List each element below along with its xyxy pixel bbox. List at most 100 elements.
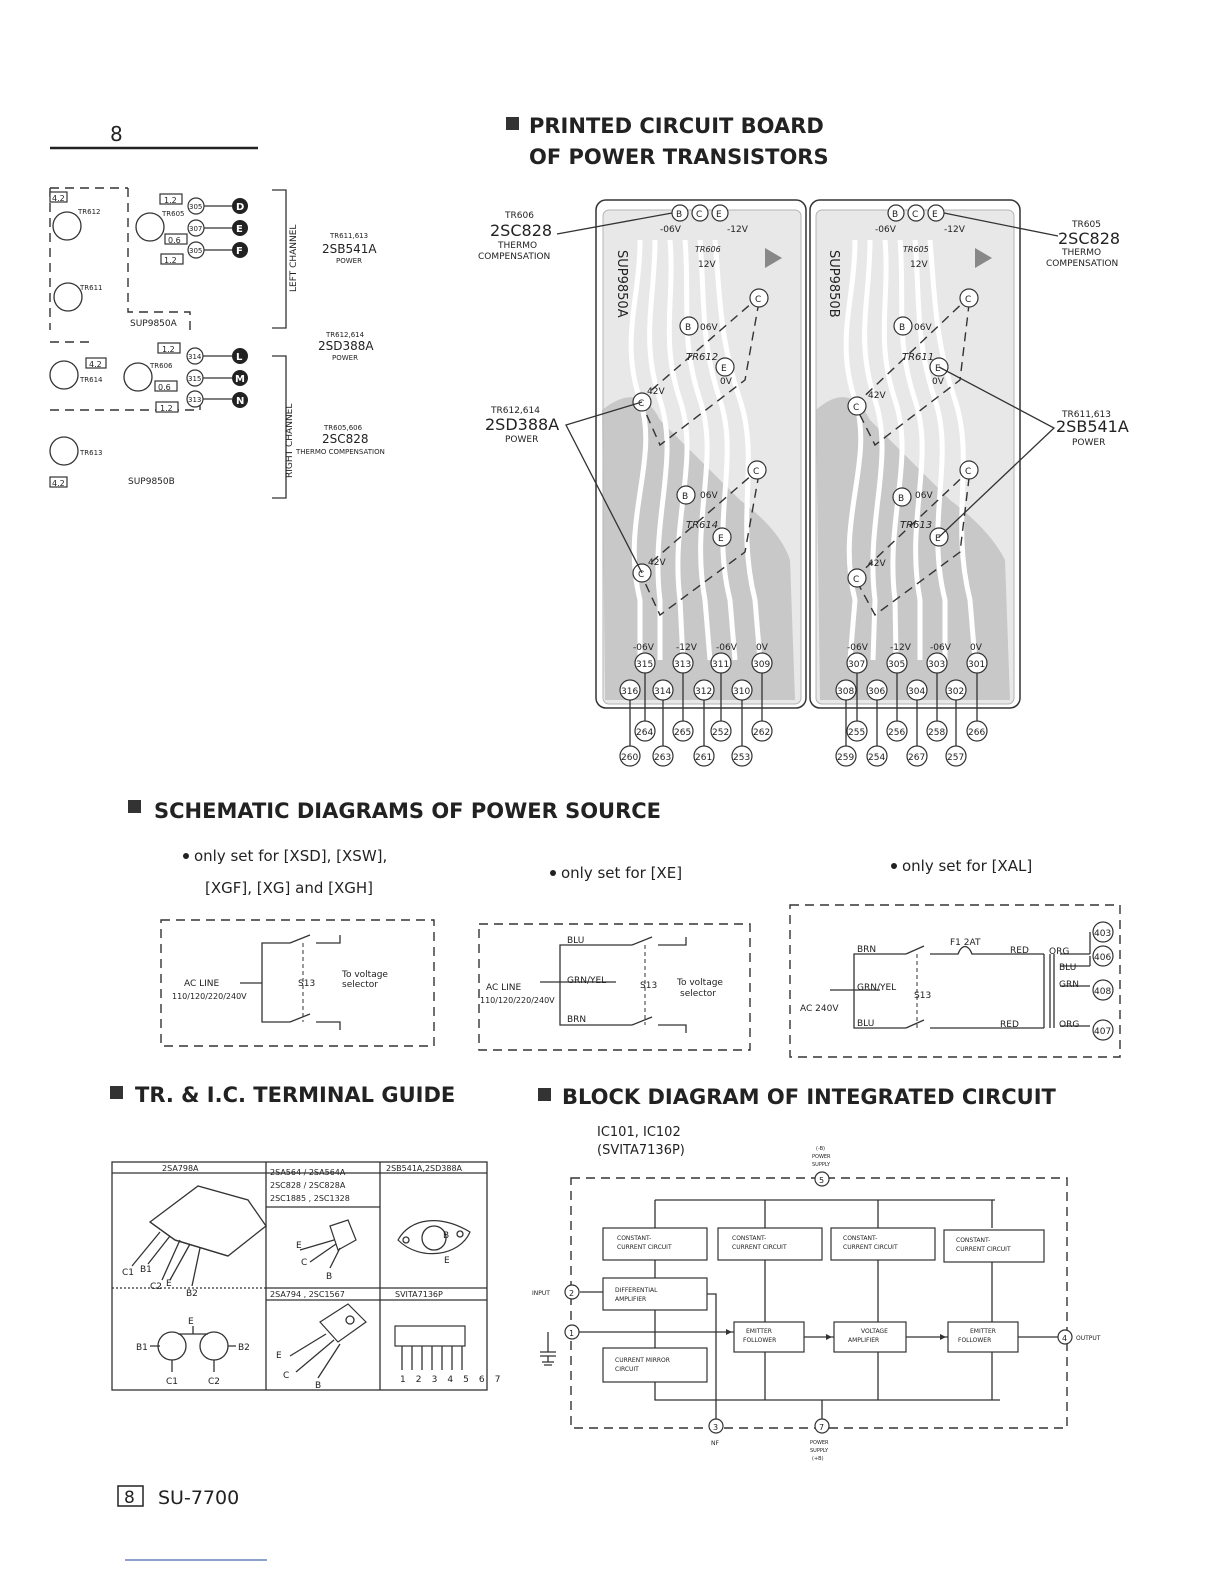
svg-text:305: 305 — [189, 247, 202, 255]
svg-text:408: 408 — [1094, 987, 1111, 997]
svg-text:selector: selector — [342, 980, 378, 990]
svg-text:407: 407 — [1094, 1027, 1111, 1037]
svg-text:[XGF], [XG] and [XGH]: [XGF], [XG] and [XGH] — [205, 879, 373, 897]
svg-text:only set for [XSD], [XSW],: only set for [XSD], [XSW], — [194, 847, 387, 865]
svg-text:0V: 0V — [720, 377, 733, 387]
svg-text:E: E — [718, 534, 724, 544]
svg-text:42V: 42V — [868, 559, 886, 569]
svg-text:TR605,606: TR605,606 — [323, 424, 363, 432]
svg-text:C: C — [301, 1258, 307, 1268]
svg-text:F: F — [236, 246, 243, 257]
svg-text:12V: 12V — [698, 260, 716, 270]
svg-text:C2: C2 — [150, 1282, 162, 1292]
svg-text:CURRENT CIRCUIT: CURRENT CIRCUIT — [956, 1246, 1011, 1253]
power-diagram-1: AC LINE 110/120/220/240V S13 To voltage … — [160, 919, 435, 1047]
svg-text:TR612,614: TR612,614 — [490, 406, 540, 416]
svg-text:315: 315 — [188, 375, 201, 383]
svg-text:4: 4 — [1062, 1334, 1067, 1343]
svg-text:BLU: BLU — [567, 936, 584, 946]
tr605-symbol — [135, 212, 165, 242]
svg-text:2SC828 / 2SC828A: 2SC828 / 2SC828A — [270, 1181, 346, 1190]
schematic-power-source-title: SCHEMATIC DIAGRAMS OF POWER SOURCE — [128, 799, 661, 823]
svg-text:TR605: TR605 — [903, 245, 929, 254]
svg-text:0V: 0V — [932, 377, 945, 387]
svg-text:06V: 06V — [700, 323, 718, 333]
svg-text:-06V: -06V — [633, 643, 655, 653]
terminal-guide-table: 2SA798A 2SA564 / 2SA564A 2SC828 / 2SC828… — [111, 1161, 500, 1391]
tr613-symbol — [49, 436, 79, 466]
svg-text:only set for [XAL]: only set for [XAL] — [902, 857, 1032, 875]
svg-text:312: 312 — [695, 687, 712, 697]
tr606-symbol — [123, 362, 153, 392]
svg-text:SU-7700: SU-7700 — [158, 1487, 239, 1509]
svg-text:To voltage: To voltage — [676, 978, 723, 988]
svg-text:SUP9850A: SUP9850A — [130, 319, 178, 329]
svg-text:SUPPLY: SUPPLY — [810, 1448, 829, 1454]
svg-text:311: 311 — [712, 660, 729, 670]
svg-text:B: B — [899, 323, 905, 333]
svg-text:E: E — [935, 534, 941, 544]
svg-text:42V: 42V — [648, 558, 666, 568]
svg-text:selector: selector — [680, 989, 716, 999]
svg-text:266: 266 — [968, 728, 985, 738]
svg-text:305: 305 — [888, 660, 905, 670]
svg-text:C1: C1 — [122, 1268, 134, 1278]
svg-text:CURRENT CIRCUIT: CURRENT CIRCUIT — [732, 1244, 787, 1251]
svg-text:C: C — [965, 467, 971, 477]
svg-text:ORG: ORG — [1059, 1020, 1079, 1030]
svg-text:-12V: -12V — [890, 643, 912, 653]
power-note-2: only set for [XE] — [550, 864, 682, 882]
pcb-diagram: SUP9850A SUP9850B B C E B C E C B E C C — [478, 199, 1129, 767]
svg-text:1.2: 1.2 — [162, 345, 175, 354]
svg-text:301: 301 — [968, 660, 985, 670]
svg-text:B2: B2 — [238, 1343, 250, 1353]
svg-text:4.2: 4.2 — [52, 479, 65, 488]
svg-text:315: 315 — [636, 660, 653, 670]
svg-text:L: L — [236, 352, 243, 363]
svg-text:DIFFERENTIAL: DIFFERENTIAL — [615, 1287, 658, 1294]
svg-text:(+B): (+B) — [812, 1456, 824, 1462]
partial-output-schematic: 4.2 4.2 4.2 TR612 TR605 TR611 TR614 TR60… — [49, 187, 385, 499]
svg-text:316: 316 — [621, 687, 638, 697]
svg-text:N: N — [236, 396, 244, 407]
svg-text:INPUT: INPUT — [532, 1290, 550, 1297]
svg-text:CONSTANT-: CONSTANT- — [843, 1235, 877, 1242]
svg-text:POWER: POWER — [812, 1154, 831, 1160]
svg-text:EMITTER: EMITTER — [970, 1328, 996, 1335]
svg-text:2: 2 — [569, 1289, 574, 1298]
svg-text:262: 262 — [753, 728, 770, 738]
svg-text:COMPENSATION: COMPENSATION — [478, 252, 550, 262]
svg-text:GRN/YEL: GRN/YEL — [857, 983, 896, 993]
svg-text:TR614: TR614 — [79, 376, 103, 384]
svg-text:8: 8 — [110, 122, 123, 146]
svg-text:302: 302 — [947, 687, 964, 697]
svg-text:42V: 42V — [868, 391, 886, 401]
svg-text:only set for [XE]: only set for [XE] — [561, 864, 682, 882]
svg-text:-06V: -06V — [930, 643, 952, 653]
svg-text:E: E — [721, 364, 727, 374]
svg-text:C: C — [853, 575, 859, 585]
svg-text:4.2: 4.2 — [89, 360, 102, 369]
svg-text:THERMO: THERMO — [1061, 248, 1101, 258]
svg-text:255: 255 — [848, 728, 865, 738]
svg-text:1.2: 1.2 — [160, 404, 173, 413]
svg-text:06V: 06V — [915, 491, 933, 501]
svg-text:2SC828: 2SC828 — [1058, 229, 1120, 248]
svg-text:3: 3 — [713, 1423, 718, 1432]
svg-text:257: 257 — [947, 753, 964, 763]
svg-text:5: 5 — [819, 1176, 824, 1185]
svg-text:2SC1885 , 2SC1328: 2SC1885 , 2SC1328 — [270, 1194, 350, 1203]
svg-text:RED: RED — [1000, 1020, 1019, 1030]
svg-text:1.2: 1.2 — [164, 256, 177, 265]
svg-text:305: 305 — [189, 203, 202, 211]
svg-text:C: C — [283, 1371, 289, 1381]
svg-text:-06V: -06V — [875, 225, 897, 235]
svg-text:261: 261 — [695, 753, 712, 763]
svg-text:C: C — [753, 467, 759, 477]
svg-text:263: 263 — [654, 753, 671, 763]
terminal-guide-title: TR. & I.C. TERMINAL GUIDE — [110, 1083, 455, 1107]
svg-text:B1: B1 — [136, 1343, 148, 1353]
ic-block-diagram: IC101, IC102 (SVITA7136P) (-B) POWER SUP… — [532, 1125, 1101, 1462]
svg-text:TR611,613: TR611,613 — [329, 232, 368, 240]
power-diagram-2: BLU GRN/YEL BRN AC LINE 110/120/220/240V… — [478, 923, 751, 1051]
